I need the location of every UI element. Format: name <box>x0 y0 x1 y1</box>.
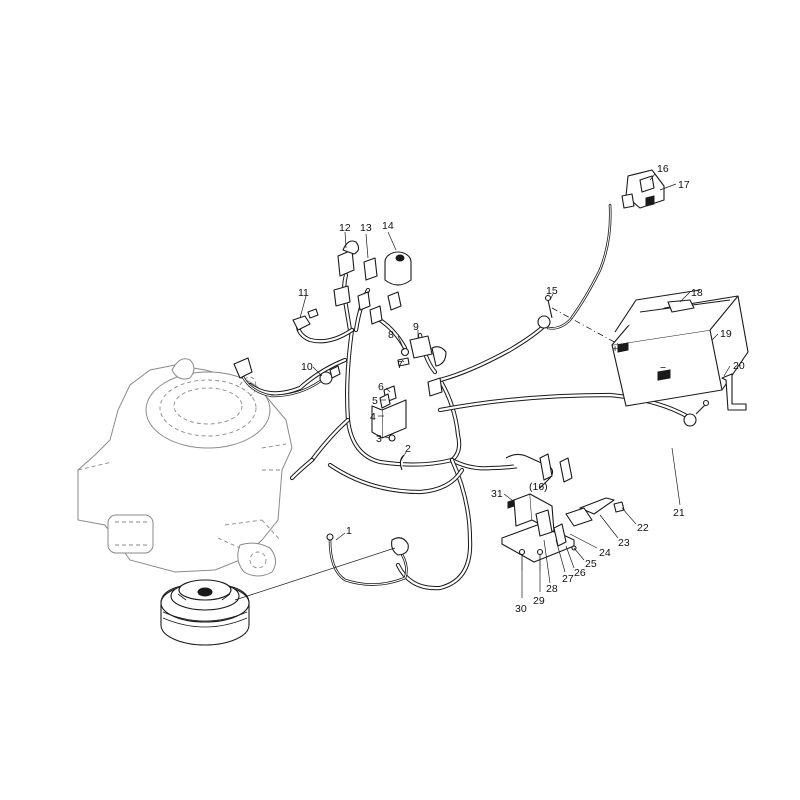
callout-13: 13 <box>360 222 372 234</box>
engine-outline <box>77 358 293 577</box>
callout-1: 1 <box>346 525 352 537</box>
callout-14: 14 <box>382 220 394 232</box>
seat-switch-wire <box>546 203 612 330</box>
battery-assembly: + − <box>611 289 749 411</box>
callout-2: 2 <box>405 443 411 455</box>
clutch-wire <box>234 533 409 601</box>
part-21-cable <box>683 399 710 427</box>
callout-16: 16 <box>657 163 669 175</box>
callout-11: 11 <box>298 287 309 299</box>
callout-3: 3 <box>376 433 382 445</box>
part-11-connector <box>292 308 319 331</box>
battery-negative-label: − <box>660 362 666 374</box>
callout-21: 21 <box>673 507 685 519</box>
relay-bracket <box>371 335 447 471</box>
regulator-bracket <box>501 453 625 570</box>
callout-19: 19 <box>720 328 732 340</box>
callout-5: 5 <box>372 395 378 407</box>
part-14-solenoid <box>384 251 412 311</box>
callout-12: 12 <box>339 222 351 234</box>
callout-10: 10 <box>301 361 313 373</box>
leader-lines <box>299 173 731 598</box>
callout-27: 27 <box>562 573 574 585</box>
battery-positive-label: + <box>612 343 618 355</box>
part-16-17-seat-switch <box>621 169 665 209</box>
callout-31: 31 <box>491 488 503 500</box>
callout-labels: 1 2 3 4 5 6 7 8 9 10 11 12 13 14 15 16 (… <box>298 163 745 615</box>
callout-26: 26 <box>574 567 586 579</box>
callout-25: 25 <box>585 558 597 570</box>
pto-clutch <box>160 579 250 646</box>
callout-6: 6 <box>378 381 384 393</box>
callout-15: 15 <box>546 285 558 297</box>
part-15-ground <box>537 294 553 329</box>
callout-30: 30 <box>515 603 527 615</box>
callout-20: 20 <box>733 360 745 372</box>
part-12-key-switch <box>333 240 360 307</box>
callout-8: 8 <box>388 329 394 341</box>
callout-22: 22 <box>637 522 649 534</box>
callout-28: 28 <box>546 583 558 595</box>
callout-24: 24 <box>599 547 611 559</box>
callout-9: 9 <box>413 321 419 333</box>
callout-29: 29 <box>533 595 545 607</box>
callout-4: 4 <box>370 411 376 423</box>
callout-16-ref: (16) <box>529 481 548 493</box>
callout-18: 18 <box>691 287 703 299</box>
callout-23: 23 <box>618 537 630 549</box>
callout-7: 7 <box>397 359 403 371</box>
part-13-connector <box>357 257 383 325</box>
part-10-connector <box>233 357 341 398</box>
callout-17: 17 <box>678 179 690 191</box>
